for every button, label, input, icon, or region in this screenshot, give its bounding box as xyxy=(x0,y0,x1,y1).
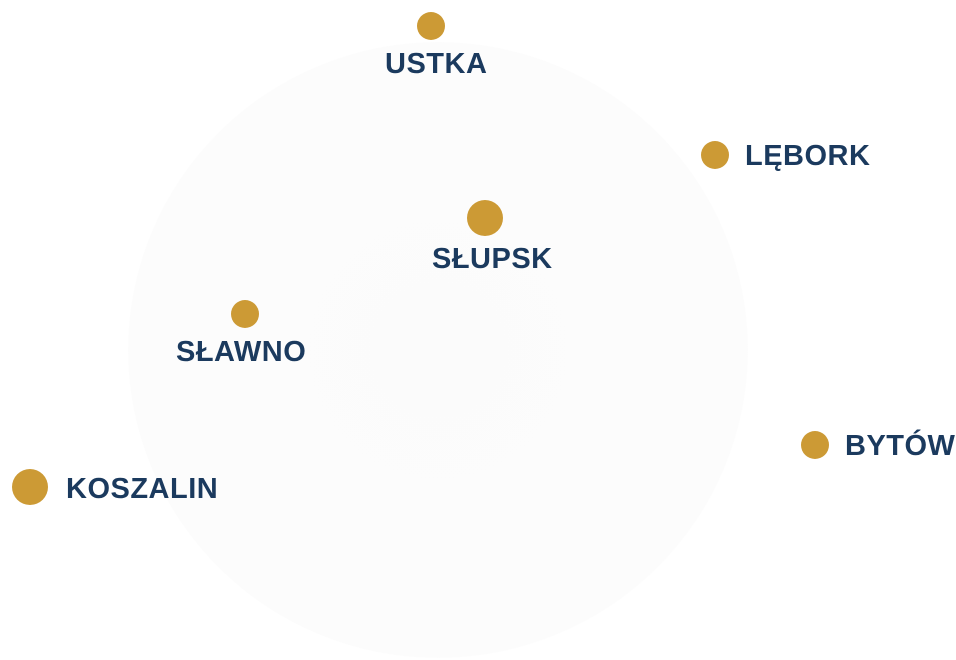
city-label-koszalin[interactable]: KOSZALIN xyxy=(66,473,219,505)
city-marker-bytow[interactable] xyxy=(801,431,829,459)
city-label-lebork[interactable]: LĘBORK xyxy=(745,140,871,172)
city-marker-koszalin[interactable] xyxy=(12,469,48,505)
city-marker-lebork[interactable] xyxy=(701,141,729,169)
city-marker-slupsk[interactable] xyxy=(467,200,503,236)
city-label-slupsk[interactable]: SŁUPSK xyxy=(432,243,553,275)
city-marker-slawno[interactable] xyxy=(231,300,259,328)
region-halo xyxy=(128,42,748,658)
city-label-bytow[interactable]: BYTÓW xyxy=(845,430,956,462)
city-label-slawno[interactable]: SŁAWNO xyxy=(176,336,307,368)
city-marker-ustka[interactable] xyxy=(417,12,445,40)
city-label-ustka[interactable]: USTKA xyxy=(385,48,488,80)
